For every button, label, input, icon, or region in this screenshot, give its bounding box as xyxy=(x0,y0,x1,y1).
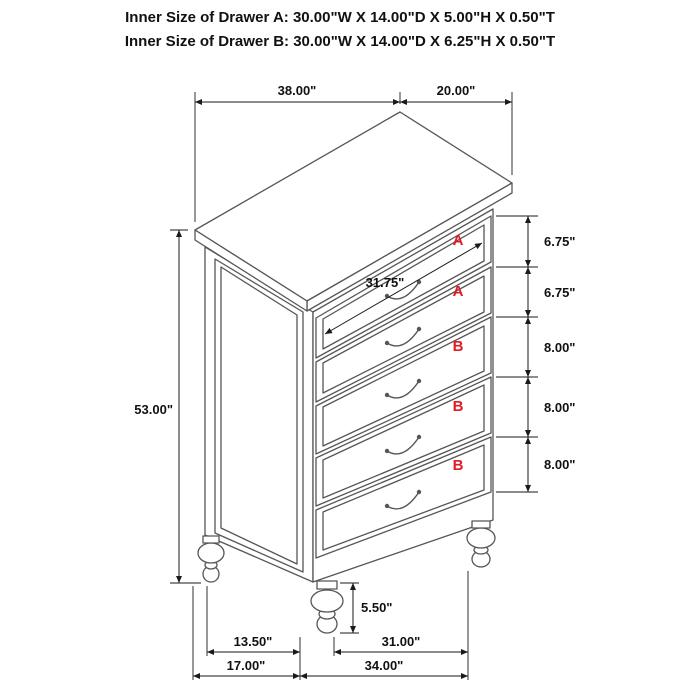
dim-label-drawer-2-height: 6.75" xyxy=(544,285,575,300)
drawer-5-letter: B xyxy=(453,457,464,474)
dim-label-front-feet-spacing: 31.00" xyxy=(382,634,421,649)
back-left-foot xyxy=(197,535,225,583)
dim-label-drawer-4-height: 8.00" xyxy=(544,400,575,415)
dim-label-opening-width: 31.75" xyxy=(366,275,405,290)
feet xyxy=(197,520,496,634)
drawer-3: B xyxy=(315,316,492,455)
dim-label-drawer-5-height: 8.00" xyxy=(544,457,575,472)
drawer-5: B xyxy=(315,436,492,559)
header-line-drawer-a: Inner Size of Drawer A: 30.00"W X 14.00"… xyxy=(125,9,555,26)
dim-drawer-heights: 6.75" 6.75" 8.00" 8.00" 8.00" xyxy=(496,215,575,493)
dim-leg-height: 5.50" xyxy=(340,582,392,634)
chest-drawing: A A xyxy=(194,111,513,634)
dim-label-foot-depth-spacing: 13.50" xyxy=(234,634,273,649)
dim-label-base-depth: 17.00" xyxy=(227,658,266,673)
drawer-4-panel xyxy=(322,384,485,499)
dim-label-top-depth: 20.00" xyxy=(437,83,476,98)
drawer-2-letter: A xyxy=(453,283,464,300)
drawer-handle-icon xyxy=(384,434,422,455)
dim-label-overall-height: 53.00" xyxy=(134,402,173,417)
dim-base: 13.50" 31.00" 17.00" 34.00" xyxy=(192,571,469,680)
drawer-1-letter: A xyxy=(453,232,464,249)
dim-height: 53.00" xyxy=(134,229,201,584)
side-panel-recess-inner xyxy=(220,266,298,565)
drawer-4-letter: B xyxy=(453,398,464,415)
drawer-4: B xyxy=(315,376,492,507)
dimension-annotations: 38.00" 20.00" 53.00" 31.75" xyxy=(134,83,575,680)
side-panel xyxy=(204,246,314,583)
dim-opening-width: 31.75" xyxy=(324,242,483,335)
dim-label-drawer-1-height: 6.75" xyxy=(544,234,575,249)
tabletop-edge-side xyxy=(194,229,308,312)
header: Inner Size of Drawer A: 30.00"W X 14.00"… xyxy=(125,9,555,50)
front-left-foot xyxy=(310,580,344,634)
front-right-foot xyxy=(466,520,496,568)
drawer-5-panel xyxy=(322,444,485,551)
drawer-handle-icon xyxy=(384,378,422,399)
dim-top: 38.00" 20.00" xyxy=(194,83,513,222)
dim-label-leg-height: 5.50" xyxy=(361,600,392,615)
drawer-handle-icon xyxy=(384,489,422,510)
dim-label-top-width: 38.00" xyxy=(278,83,317,98)
dim-label-drawer-3-height: 8.00" xyxy=(544,340,575,355)
dim-label-base-width: 34.00" xyxy=(365,658,404,673)
header-line-drawer-b: Inner Size of Drawer B: 30.00"W X 14.00"… xyxy=(125,33,555,50)
drawer-3-panel xyxy=(322,325,485,447)
drawer-3-letter: B xyxy=(453,338,464,355)
